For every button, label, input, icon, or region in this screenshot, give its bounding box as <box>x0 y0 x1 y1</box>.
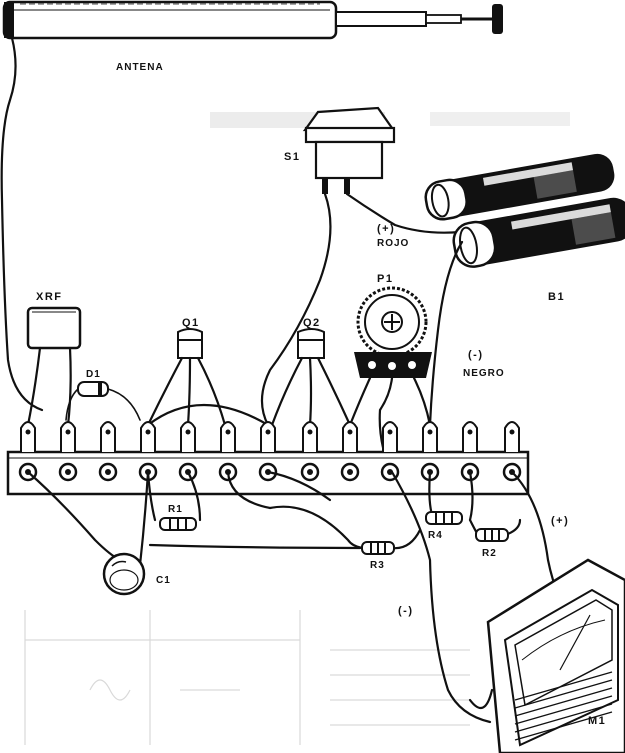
lug-hole <box>225 429 231 435</box>
solder-lug <box>504 421 520 452</box>
lug-hole <box>265 429 271 435</box>
rf-choke-label: XRF <box>36 291 63 303</box>
meter-plus-label: (+) <box>551 515 569 527</box>
solder-lug <box>260 421 276 452</box>
meter-m1 <box>468 558 625 753</box>
battery-plus-label: (+) <box>377 223 395 235</box>
resistor-r1 <box>159 517 197 531</box>
lug-hole <box>145 429 151 435</box>
solder-lug <box>422 421 438 452</box>
antenna-label: ANTENA <box>116 62 164 73</box>
solder-lug <box>100 421 116 452</box>
transistor-2-label: Q2 <box>303 317 321 329</box>
lug-hole <box>105 429 111 435</box>
underside-wiring <box>26 470 562 724</box>
meter-minus-label: (-) <box>398 605 414 617</box>
terminal-stud-center <box>387 469 393 475</box>
resistor-2-label: R2 <box>482 548 497 559</box>
terminal-stud-center <box>307 469 313 475</box>
rf-choke-xrf <box>26 306 82 427</box>
antenna <box>0 0 503 412</box>
terminal-stud-center <box>65 469 71 475</box>
transistor-1-label: Q1 <box>182 317 200 329</box>
terminal-stud-center <box>105 469 111 475</box>
solder-lug <box>140 421 156 452</box>
battery-plus-color-label: ROJO <box>377 238 409 249</box>
lug-hole <box>427 429 433 435</box>
resistor-4-label: R4 <box>428 530 443 541</box>
battery-minus-color-label: NEGRO <box>463 368 505 379</box>
solder-lug <box>220 421 236 452</box>
lug-hole <box>347 429 353 435</box>
solder-lug <box>60 421 76 452</box>
lug-hole <box>25 429 31 435</box>
lug-hole <box>467 429 473 435</box>
potentiometer-label: P1 <box>377 273 393 285</box>
solder-lug <box>462 421 478 452</box>
solder-lug <box>382 421 398 452</box>
capacitor-label: C1 <box>156 575 171 586</box>
lug-hole <box>307 429 313 435</box>
switch-s1 <box>260 106 462 427</box>
resistor-r2 <box>475 528 509 542</box>
solder-lug <box>302 421 318 452</box>
capacitor-c1 <box>102 552 146 596</box>
solder-lug <box>342 421 358 452</box>
resistor-r3 <box>361 541 395 555</box>
resistor-3-label: R3 <box>370 560 385 571</box>
battery-pack-b1 <box>424 153 625 427</box>
terminal-lugs <box>18 421 522 482</box>
transistor-q2 <box>270 328 352 427</box>
lug-hole <box>509 429 515 435</box>
switch-label: S1 <box>284 151 300 163</box>
resistor-1-label: R1 <box>168 504 183 515</box>
lug-hole <box>185 429 191 435</box>
battery-minus-label: (-) <box>468 349 484 361</box>
solder-lug <box>180 421 196 452</box>
resistor-r4 <box>425 511 463 525</box>
terminal-stud-center <box>347 469 353 475</box>
meter-label: M1 <box>588 715 606 727</box>
battery-label: B1 <box>548 291 565 303</box>
diode-label: D1 <box>86 369 101 380</box>
diode-d1 <box>65 381 141 421</box>
transistor-q1 <box>146 328 227 427</box>
lug-hole <box>387 429 393 435</box>
solder-lug <box>20 421 36 452</box>
potentiometer-p1 <box>348 286 432 472</box>
lug-hole <box>65 429 71 435</box>
